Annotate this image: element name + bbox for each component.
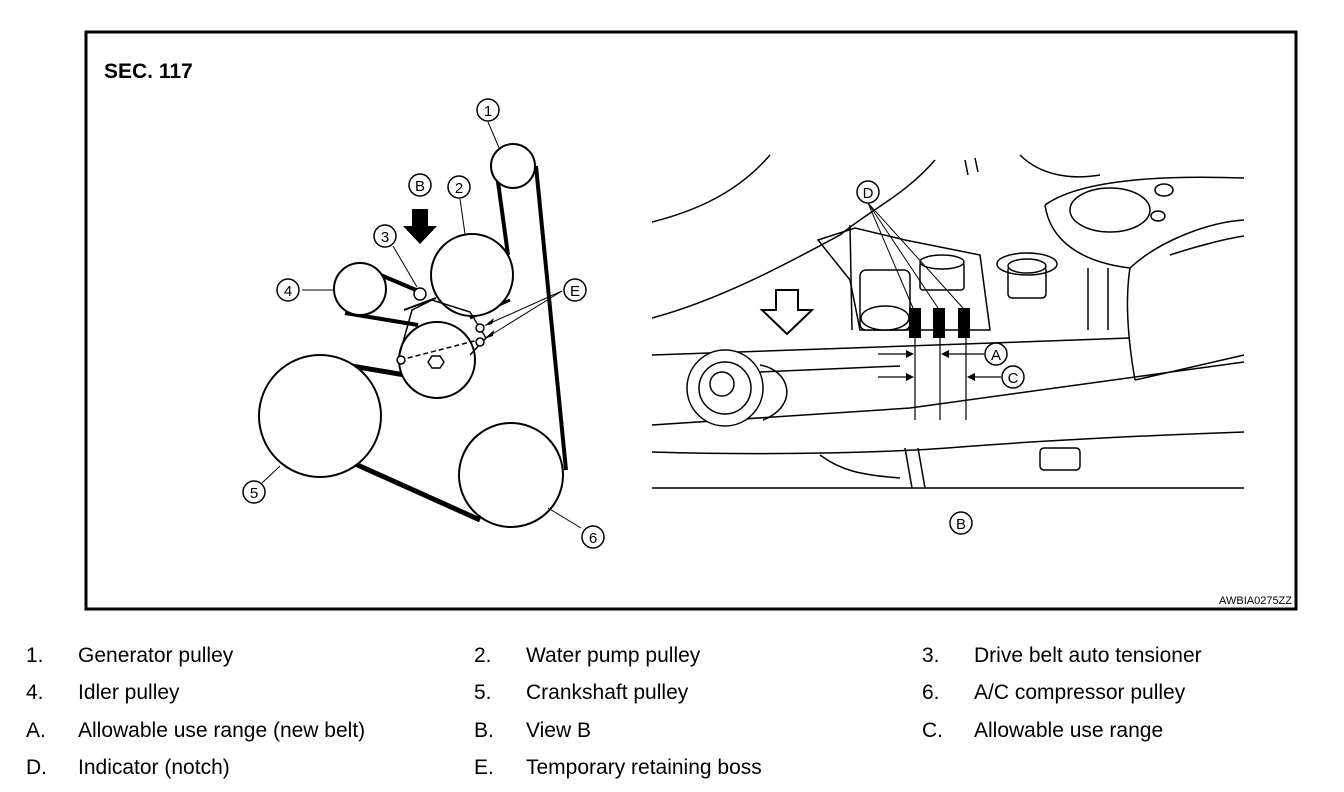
legend-key: C. [922, 719, 943, 742]
legend-text: Allowable use range [974, 719, 1164, 742]
callout-2: 2 [455, 180, 463, 197]
callout-3: 3 [381, 229, 389, 246]
legend-key: 5. [474, 681, 492, 704]
belt-routing-figure: SEC. 117 AWBIA0275ZZ [84, 30, 1298, 611]
section-label: SEC. 117 [104, 60, 193, 83]
legend-key: 4. [26, 681, 44, 704]
legend-key: E. [474, 756, 494, 779]
legend-key: 2. [474, 644, 492, 667]
view-b-arrow-icon [403, 209, 437, 244]
indicator-notch [909, 308, 921, 338]
callouts-left: 1 2 B 3 4 E 5 6 [242, 98, 605, 549]
legend-text: View B [526, 719, 591, 742]
callout-5: 5 [250, 485, 258, 502]
view-direction-arrow-icon [759, 289, 815, 336]
auto-tensioner [396, 287, 487, 369]
callout-e: E [570, 283, 580, 300]
indicator-notch [958, 308, 970, 338]
callout-4: 4 [284, 283, 292, 300]
callout-1: 1 [484, 103, 492, 120]
legend: 1. Generator pulley 2. Water pump pulley… [0, 638, 1344, 788]
legend-text: Generator pulley [78, 644, 234, 667]
callouts-right: D A C B [856, 180, 1025, 535]
callout-b: B [415, 178, 425, 195]
range-markers [878, 338, 1001, 420]
legend-key: A. [26, 719, 46, 742]
legend-text: A/C compressor pulley [974, 681, 1186, 704]
legend-key: B. [474, 719, 494, 742]
legend-text: Idler pulley [78, 681, 180, 704]
legend-text: Drive belt auto tensioner [974, 644, 1202, 667]
ac-compressor-pulley [458, 422, 564, 528]
legend-key: 3. [922, 644, 940, 667]
idler-pulley [333, 262, 387, 316]
callout-6: 6 [589, 530, 597, 547]
legend-text: Allowable use range (new belt) [78, 719, 366, 742]
legend-text: Water pump pulley [526, 644, 701, 667]
legend-text: Crankshaft pulley [526, 681, 689, 704]
callout-a: A [991, 347, 1001, 364]
legend-text: Temporary retaining boss [526, 756, 762, 779]
image-code: AWBIA0275ZZ [1219, 595, 1292, 607]
callout-d: D [863, 185, 874, 202]
generator-pulley [490, 143, 536, 189]
belt-layout [258, 121, 582, 529]
callout-c: C [1008, 370, 1019, 387]
view-b-detail [651, 154, 1245, 489]
leader-lines [261, 121, 582, 529]
figure-frame [84, 30, 1298, 611]
indicator-notch [933, 308, 945, 338]
legend-text: Indicator (notch) [78, 756, 230, 779]
legend-key: 1. [26, 644, 44, 667]
crankshaft-pulley [258, 354, 382, 478]
legend-key: D. [26, 756, 47, 779]
legend-key: 6. [922, 681, 940, 704]
view-b-label: B [956, 516, 966, 533]
